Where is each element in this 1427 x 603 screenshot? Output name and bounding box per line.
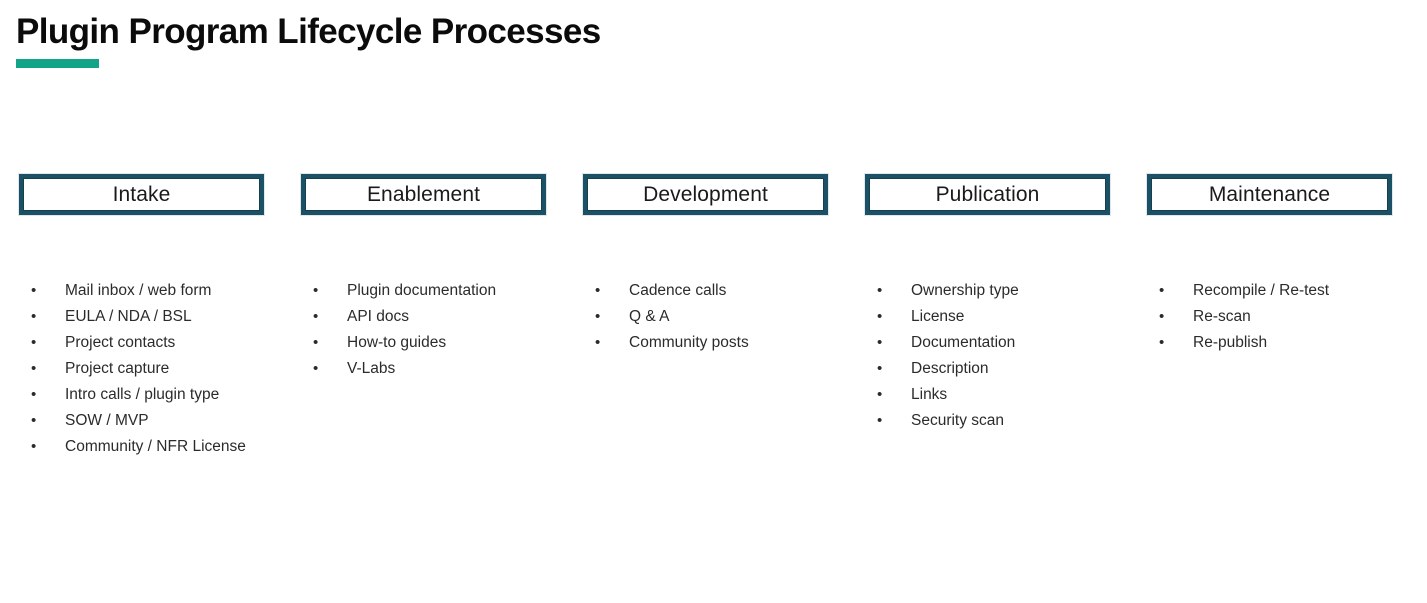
phase-header-box-inner: Maintenance (1151, 178, 1388, 211)
list-item: • License (864, 304, 1111, 330)
list-item: • Project capture (18, 356, 265, 382)
bullet-icon: • (877, 360, 883, 377)
phase-item-list: • Recompile / Re-test • Re-scan • Re-publish (1146, 278, 1393, 356)
list-item-label: Documentation (911, 334, 1016, 351)
bullet-icon: • (31, 334, 37, 351)
list-item: • Community / NFR License (18, 434, 265, 460)
list-item: • Ownership type (864, 278, 1111, 304)
list-item-label: API docs (347, 308, 410, 325)
list-item-label: Community / NFR License (65, 438, 246, 455)
phase-title: Publication (935, 183, 1040, 206)
list-item-label: Security scan (911, 412, 1005, 429)
bullet-icon: • (1159, 334, 1165, 351)
title-accent-rule (16, 59, 99, 68)
list-item-label: SOW / MVP (65, 412, 149, 429)
list-item: • Re-scan (1146, 304, 1393, 330)
list-item: • API docs (300, 304, 547, 330)
list-item: • Re-publish (1146, 330, 1393, 356)
bullet-icon: • (595, 334, 601, 351)
phase-title: Intake (112, 183, 171, 206)
phase-column: Development • Cadence calls • Q & A • Communit… (582, 173, 829, 356)
phase-header-box-inner: Enablement (305, 178, 542, 211)
list-item: • Q & A (582, 304, 829, 330)
lifecycle-phase-columns: Intake • Mail inbox / web form • EULA / NDA … (18, 173, 1398, 460)
list-item-label: Intro calls / plugin type (65, 386, 220, 403)
list-item-label: Re-publish (1193, 334, 1268, 351)
list-item: • Project contacts (18, 330, 265, 356)
bullet-icon: • (31, 308, 37, 325)
bullet-icon: • (313, 360, 319, 377)
bullet-icon: • (31, 412, 37, 429)
list-item-label: Community posts (629, 334, 749, 351)
phase-title: Enablement (366, 183, 481, 206)
list-item: • Community posts (582, 330, 829, 356)
list-item: • Documentation (864, 330, 1111, 356)
bullet-icon: • (1159, 282, 1165, 299)
bullet-icon: • (31, 386, 37, 403)
list-item-label: Recompile / Re-test (1193, 282, 1330, 299)
phase-title: Development (643, 183, 768, 206)
phase-item-list: • Ownership type • License • Documentation • De… (864, 278, 1111, 434)
list-item: • How-to guides (300, 330, 547, 356)
phase-column: Intake • Mail inbox / web form • EULA / NDA … (18, 173, 265, 460)
list-item-label: License (911, 308, 965, 325)
bullet-icon: • (31, 438, 37, 455)
list-item-label: Plugin documentation (347, 282, 497, 299)
phase-item-list: •Mail inbox / web form•EULA / NDA / BSL•… (18, 278, 265, 460)
list-item: • Description (864, 356, 1111, 382)
list-item-label: V-Labs (347, 360, 396, 377)
bullet-icon: • (595, 282, 601, 299)
list-item: • V-Labs (300, 356, 547, 382)
list-item: • Links (864, 382, 1111, 408)
phase-item-list: • Cadence calls • Q & A • Community posts (582, 278, 829, 356)
bullet-icon: • (877, 412, 883, 429)
bullet-icon: • (1159, 308, 1165, 325)
bullet-icon: • (313, 282, 319, 299)
phase-header-box-inner: Development (587, 178, 824, 211)
phase-title: Maintenance (1208, 183, 1331, 206)
list-item-label: Description (911, 360, 989, 377)
list-item: • Mail inbox / web form (18, 278, 265, 304)
list-item-label: How-to guides (347, 334, 447, 351)
list-item: • Plugin documentation (300, 278, 547, 304)
list-item: • SOW / MVP (18, 408, 265, 434)
bullet-icon: • (31, 360, 37, 377)
list-item: • Security scan (864, 408, 1111, 434)
bullet-icon: • (313, 334, 319, 351)
phase-header-box[interactable]: Enablement (300, 173, 547, 216)
list-item-label: EULA / NDA / BSL (65, 308, 192, 325)
bullet-icon: • (877, 282, 883, 299)
phase-column: Publication • Ownership type • License • Docum… (864, 173, 1111, 434)
phase-header-box[interactable]: Development (582, 173, 829, 216)
list-item-label: Project contacts (65, 334, 176, 351)
list-item-label: Cadence calls (629, 282, 727, 299)
phase-column: Maintenance•Recompile / Re-test•Re-scan•… (1146, 173, 1393, 356)
phase-header-box-inner: Publication (869, 178, 1106, 211)
phase-column: Enablement • Plugin documentation • API docs… (300, 173, 547, 382)
list-item: • EULA / NDA / BSL (18, 304, 265, 330)
list-item-label: Links (911, 386, 948, 403)
list-item: • Recompile / Re-test (1146, 278, 1393, 304)
phase-header-box[interactable]: Maintenance (1146, 173, 1393, 216)
phase-header-box[interactable]: Publication (864, 173, 1111, 216)
list-item-label: Q & A (629, 308, 670, 325)
bullet-icon: • (877, 334, 883, 351)
bullet-icon: • (595, 308, 601, 325)
bullet-icon: • (877, 308, 883, 325)
bullet-icon: • (877, 386, 883, 403)
phase-header-box-inner: Intake (23, 178, 260, 211)
list-item-label: Ownership type (911, 282, 1019, 299)
list-item-label: Re-scan (1193, 308, 1251, 325)
bullet-icon: • (313, 308, 319, 325)
bullet-icon: • (31, 282, 37, 299)
list-item: • Cadence calls (582, 278, 829, 304)
list-item: • Intro calls / plugin type (18, 382, 265, 408)
list-item-label: Mail inbox / web form (65, 282, 212, 299)
page-title: Plugin Program Lifecycle Processes (16, 12, 601, 51)
phase-header-box[interactable]: Intake (18, 173, 265, 216)
list-item-label: Project capture (65, 360, 170, 377)
phase-item-list: • Plugin documentation • API docs • How-to gu… (300, 278, 547, 382)
